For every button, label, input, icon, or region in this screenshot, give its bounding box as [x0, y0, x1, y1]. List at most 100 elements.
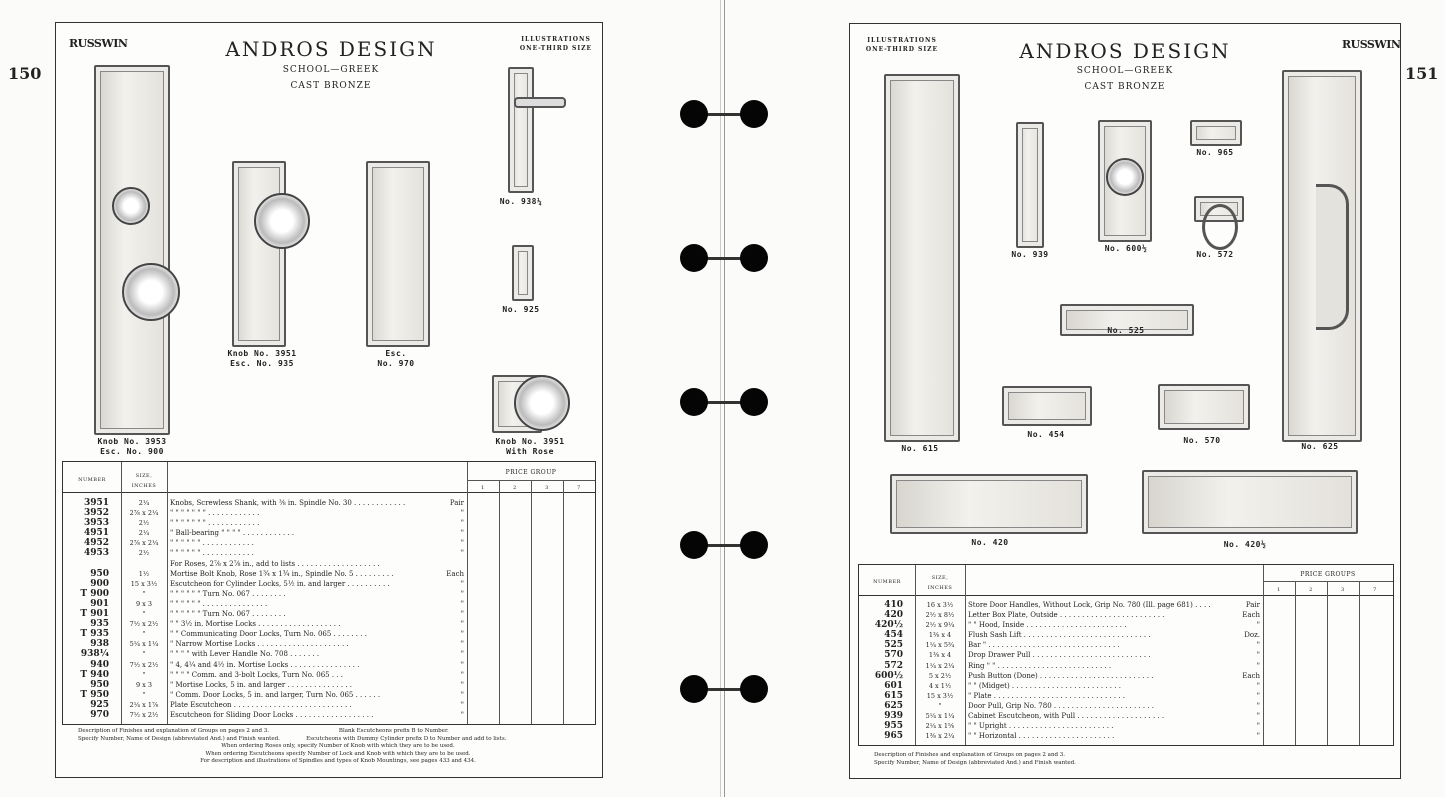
item-number: 3953 [83, 518, 109, 529]
footnote-line: Description of Finishes and explanation … [78, 728, 449, 734]
item-description: " " " " " " Turn No. 067 . . . . . . . . [170, 589, 286, 598]
item-number: 410 [884, 600, 903, 610]
header-group: 1 [481, 485, 485, 491]
item-size: " [142, 589, 146, 598]
item-unit: " [460, 599, 464, 608]
item-number: T 935 [80, 629, 109, 640]
footnote-line: Description of Finishes and explanation … [874, 752, 1066, 758]
grip-handle-icon [1316, 184, 1349, 330]
item-description: " Plate . . . . . . . . . . . . . . . . … [968, 691, 1126, 700]
drop-drawer-pull-570 [1158, 384, 1250, 430]
item-size: 2½ [138, 519, 150, 528]
item-description: " " " " " " . . . . . . . . . . . . [170, 549, 254, 558]
gutter-line [720, 0, 721, 797]
item-unit: " [460, 670, 464, 679]
caption: No. 625 [1301, 442, 1339, 451]
caption: No. 570 [1183, 436, 1221, 445]
table-row: For Roses, 2⅞ x 2⅞ in., add to lists . .… [63, 559, 467, 569]
binder-ring [680, 244, 770, 274]
header-price-group: PRICE GROUPS [1300, 571, 1356, 578]
item-description: " " Communicating Door Locks, Turn No. 0… [170, 630, 367, 639]
item-number: 600½ [874, 670, 903, 681]
header-group: 7 [1373, 587, 1377, 593]
cabinet-escutcheon-939 [1016, 122, 1044, 248]
item-size: 15 x 3½ [130, 579, 158, 588]
item-unit: " [460, 549, 464, 558]
item-description: Door Pull, Grip No. 780 . . . . . . . . … [968, 701, 1155, 710]
item-number: 4952 [83, 538, 109, 549]
item-unit: " [460, 509, 464, 518]
table-row: 625"Door Pull, Grip No. 780 . . . . . . … [859, 701, 1263, 711]
item-unit: " [460, 529, 464, 538]
binder-ring [680, 531, 770, 561]
item-description: " " " " Comm. and 3-bolt Locks, Turn No.… [170, 670, 343, 679]
item-size: 5¼ x 1¼ [925, 712, 955, 721]
push-plate-615 [884, 74, 960, 442]
item-number: 572 [884, 660, 903, 671]
table-row: 938¼"" " " " with Lever Handle No. 708 .… [63, 649, 467, 659]
item-unit: " [460, 690, 464, 699]
footnotes: Description of Finishes and explanation … [78, 728, 598, 766]
item-description: " " (Midget) . . . . . . . . . . . . . .… [968, 681, 1121, 690]
page-subtitle: SCHOOL—GREEK [1076, 66, 1174, 76]
item-unit: Pair [449, 499, 464, 507]
caption: Esc.No. 970 [377, 349, 415, 368]
caption: No. 925 [502, 305, 540, 314]
item-size: 2¼ [138, 529, 150, 538]
item-size: 5 x 2½ [928, 671, 952, 680]
header-price-group: PRICE GROUP [505, 469, 557, 476]
item-number: 938 [90, 639, 109, 650]
item-unit: " [460, 700, 464, 709]
caption: No. 600½ [1104, 244, 1148, 253]
table-row: T 940"" " " " Comm. and 3-bolt Locks, Tu… [63, 670, 467, 680]
item-description: Ring " " . . . . . . . . . . . . . . . .… [968, 661, 1112, 670]
item-size: 2½ x 9¼ [925, 621, 955, 630]
item-description: " " Upright . . . . . . . . . . . . . . … [968, 722, 1114, 731]
item-unit: Pair [1245, 601, 1260, 609]
item-unit: " [460, 650, 464, 659]
item-description: " " Hood, Inside . . . . . . . . . . . .… [968, 621, 1127, 630]
header-group: 2 [513, 485, 517, 491]
binder-ring [680, 100, 770, 130]
item-description: For Roses, 2⅞ x 2⅞ in., add to lists . .… [170, 559, 380, 568]
letter-box-plate-420 [890, 474, 1088, 534]
item-number: 939 [884, 711, 903, 722]
item-description: " Mortise Locks, 5 in. and larger . . . … [170, 680, 352, 689]
item-unit: " [460, 640, 464, 649]
item-description: Bar " . . . . . . . . . . . . . . . . . … [968, 641, 1120, 650]
item-number: T 950 [80, 689, 109, 700]
item-number: 420½ [874, 620, 903, 631]
item-number: 3952 [83, 508, 109, 519]
page-subtitle: CAST BRONZE [1084, 82, 1166, 92]
item-size: " [142, 670, 146, 679]
item-size: 2¼ x 1⅝ [925, 722, 955, 731]
header-group: 1 [1277, 587, 1281, 593]
item-description: " " " " " " " . . . . . . . . . . . . [170, 509, 260, 518]
item-description: " " " " " " . . . . . . . . . . . . [170, 539, 254, 548]
header-group: 2 [1309, 587, 1313, 593]
item-unit: " [1256, 661, 1260, 670]
caption: No. 615 [901, 444, 939, 453]
item-unit: " [460, 579, 464, 588]
header-group: 7 [577, 485, 581, 491]
header-size: SIZE,INCHES [131, 473, 157, 489]
item-number: 454 [884, 630, 903, 641]
item-number: 950 [90, 679, 109, 690]
item-number: 525 [884, 640, 903, 651]
item-number: 4953 [83, 548, 109, 559]
item-unit: " [460, 630, 464, 639]
header-group: 3 [1341, 587, 1345, 593]
